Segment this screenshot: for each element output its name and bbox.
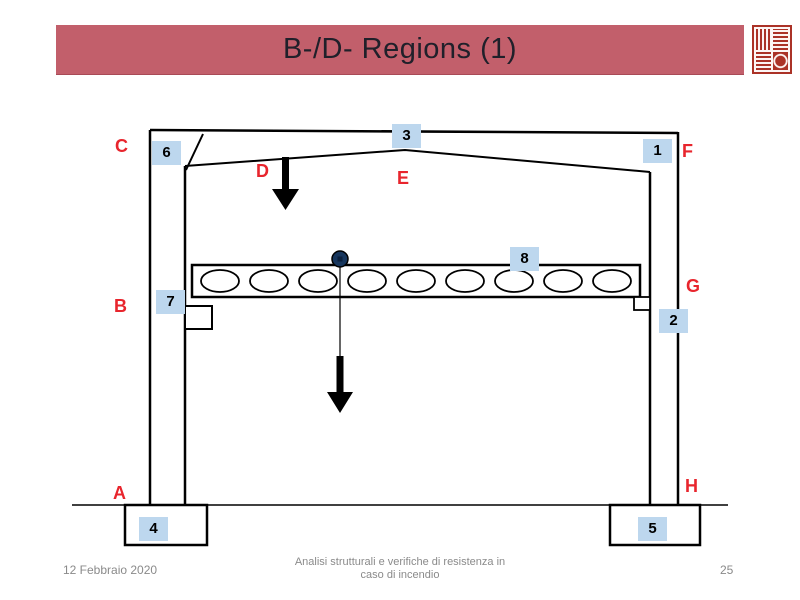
- slab-void: [396, 269, 436, 293]
- footer-caption-line2: caso di incendio: [360, 569, 440, 581]
- region-label-g: G: [686, 276, 701, 296]
- region-label-f: F: [682, 141, 693, 161]
- node-label-1: 1: [643, 139, 672, 163]
- load-arrow-d: [272, 157, 299, 210]
- slab-void: [494, 269, 534, 293]
- footer-caption-line1: Analisi strutturali e verifiche di resis…: [294, 556, 506, 568]
- node-label-5: 5: [638, 517, 667, 541]
- slab-void: [200, 269, 240, 293]
- slab-void: [592, 269, 632, 293]
- slab-void: [249, 269, 289, 293]
- seal-logo: [752, 25, 792, 74]
- slab-void: [347, 269, 387, 293]
- joint-chamfer-line: [185, 133, 204, 171]
- seal-glyph: [756, 29, 771, 50]
- seal-glyph: [773, 29, 788, 50]
- region-label-a: A: [113, 483, 126, 503]
- region-label-c: C: [115, 136, 128, 156]
- region-label-b: B: [114, 296, 127, 316]
- slab-voids: [200, 269, 632, 293]
- slide-title: B-/D- Regions (1): [282, 33, 518, 65]
- slab-void: [543, 269, 583, 293]
- left-corbel: [184, 305, 213, 330]
- node-label-7: 7: [156, 290, 185, 314]
- region-label-d: D: [256, 161, 269, 181]
- node-label-6: 6: [152, 141, 181, 165]
- node-label-2: 2: [659, 309, 688, 333]
- page-number: 25: [720, 563, 734, 577]
- slab-void: [445, 269, 485, 293]
- seal-glyph: [773, 51, 788, 70]
- right-bearing-step: [633, 296, 651, 311]
- title-bar: B-/D- Regions (1): [56, 25, 744, 75]
- seal-glyph: [756, 51, 771, 70]
- node-label-4: 4: [139, 517, 168, 541]
- slab-void: [298, 269, 338, 293]
- node-label-8: 8: [510, 247, 539, 271]
- region-label-h: H: [685, 476, 698, 496]
- hinge-center-mark: [337, 256, 343, 262]
- footer-date: 12 Febbraio 2020: [63, 563, 158, 577]
- node-label-3: 3: [392, 124, 421, 148]
- region-label-e: E: [397, 168, 410, 188]
- footer-caption: Analisi strutturali e verifiche di resis…: [260, 556, 540, 582]
- load-arrow-midspan: [327, 356, 353, 413]
- top-beam-tapered-soffit: [184, 148, 651, 173]
